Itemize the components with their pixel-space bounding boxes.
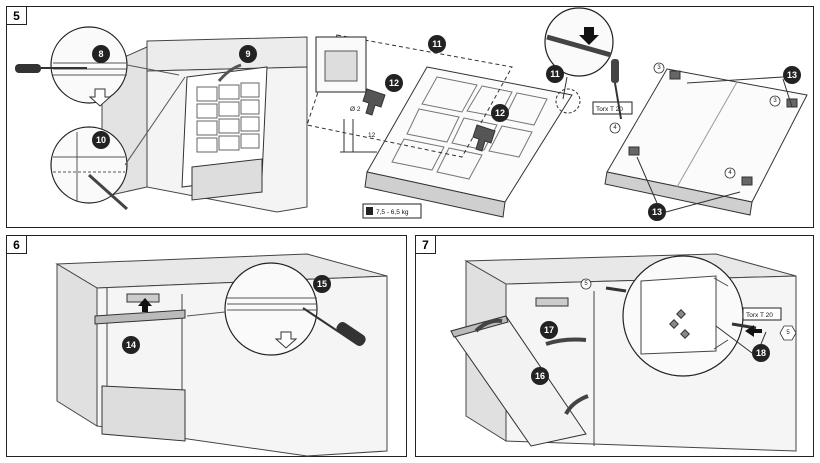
callout-11: 11 (546, 65, 564, 83)
callout-13: 13 (648, 203, 666, 221)
callout-12: 12 (385, 74, 403, 92)
callout-14: 14 (122, 336, 140, 354)
svg-text:5: 5 (786, 330, 790, 336)
svg-text:16: 16 (535, 371, 545, 381)
screwdriver-icon (302, 307, 366, 346)
step-number: 6 (7, 236, 27, 254)
svg-text:17: 17 (544, 325, 554, 335)
callout-10: 10 (92, 131, 110, 149)
callout-11: 11 (428, 35, 446, 53)
weight-icon (366, 207, 373, 215)
torx-label-box (742, 307, 782, 321)
torx-label: Torx T 20 (596, 106, 623, 113)
curved-arrow-icon (545, 337, 587, 346)
door-front-panel (604, 68, 808, 216)
svg-text:5: 5 (584, 281, 588, 287)
drill-icon (362, 88, 496, 152)
svg-text:14: 14 (126, 340, 136, 350)
small-callout-3: 3 (653, 62, 665, 74)
small-callout-3: 3 (769, 95, 781, 107)
svg-text:3: 3 (657, 65, 661, 71)
callout-17: 17 (540, 321, 558, 339)
small-callout-4: 4 (724, 167, 736, 179)
pencil-icon (87, 173, 129, 211)
svg-text:15: 15 (317, 279, 327, 289)
svg-text:12: 12 (389, 78, 399, 88)
hinge-bracket-icon (669, 309, 690, 339)
callout-16: 16 (531, 367, 549, 385)
screwdriver-icon (15, 64, 87, 73)
callout-12: 12 (491, 104, 509, 122)
callout-18: 18 (752, 344, 770, 362)
svg-text:4: 4 (613, 125, 617, 131)
curved-arrow-icon (564, 394, 589, 415)
svg-text:18: 18 (756, 348, 766, 358)
svg-text:12: 12 (495, 108, 505, 118)
drill-depth-label: 12 (368, 132, 376, 139)
down-arrow-icon (88, 88, 112, 107)
svg-text:13: 13 (652, 207, 662, 217)
detail-magnifier (544, 7, 614, 77)
step-6-panel: 6 14 15 (6, 235, 407, 457)
callout-13: 13 (783, 66, 801, 84)
callout-15: 15 (313, 275, 331, 293)
dishwasher-door (94, 293, 186, 442)
detail-magnifier (224, 262, 318, 356)
dishwasher-door (181, 66, 268, 201)
up-arrow-icon (138, 298, 152, 312)
svg-text:10: 10 (96, 135, 106, 145)
step-number: 7 (416, 236, 436, 254)
down-arrow-icon (579, 27, 599, 45)
hinge-bracket-icon (628, 70, 798, 186)
small-callout-4: 4 (609, 122, 621, 134)
drill-depth-detail (340, 119, 377, 153)
small-callout-5: 5 (580, 278, 592, 290)
step-7-panel: 7 Torx T 20 5 (415, 235, 814, 457)
step-number: 5 (7, 7, 27, 25)
torx-label: Torx T 20 (746, 312, 773, 319)
step-5-panel: 5 (6, 6, 814, 228)
svg-text:9: 9 (245, 49, 250, 59)
svg-text:11: 11 (432, 39, 442, 49)
drill-diameter-label: Ø 2 (350, 106, 361, 113)
weight-label: 7,5 - 6,5 kg (376, 209, 409, 216)
svg-text:3: 3 (773, 98, 777, 104)
callout-9: 9 (239, 45, 257, 63)
svg-text:4: 4 (728, 170, 732, 176)
step-5-illustration: Ø 2 12 7,5 - 6,5 kg Torx T 20 (15, 7, 808, 221)
down-arrow-icon (274, 331, 298, 349)
weight-label-box (362, 203, 422, 219)
callout-8: 8 (92, 45, 110, 63)
torx-label-box (592, 101, 633, 115)
step-7-illustration: Torx T 20 5 5 16 17 18 (450, 253, 797, 452)
step-6-illustration: 14 15 (55, 253, 388, 457)
small-callout-5: 5 (779, 325, 797, 341)
svg-text:13: 13 (787, 70, 797, 80)
door-panel-flat (364, 66, 573, 218)
screwdriver-icon (611, 59, 622, 120)
left-arrow-icon (745, 325, 762, 337)
curved-arrow-icon (474, 318, 503, 333)
detail-magnifier (50, 26, 128, 204)
svg-text:11: 11 (550, 69, 560, 79)
svg-text:8: 8 (98, 49, 103, 59)
